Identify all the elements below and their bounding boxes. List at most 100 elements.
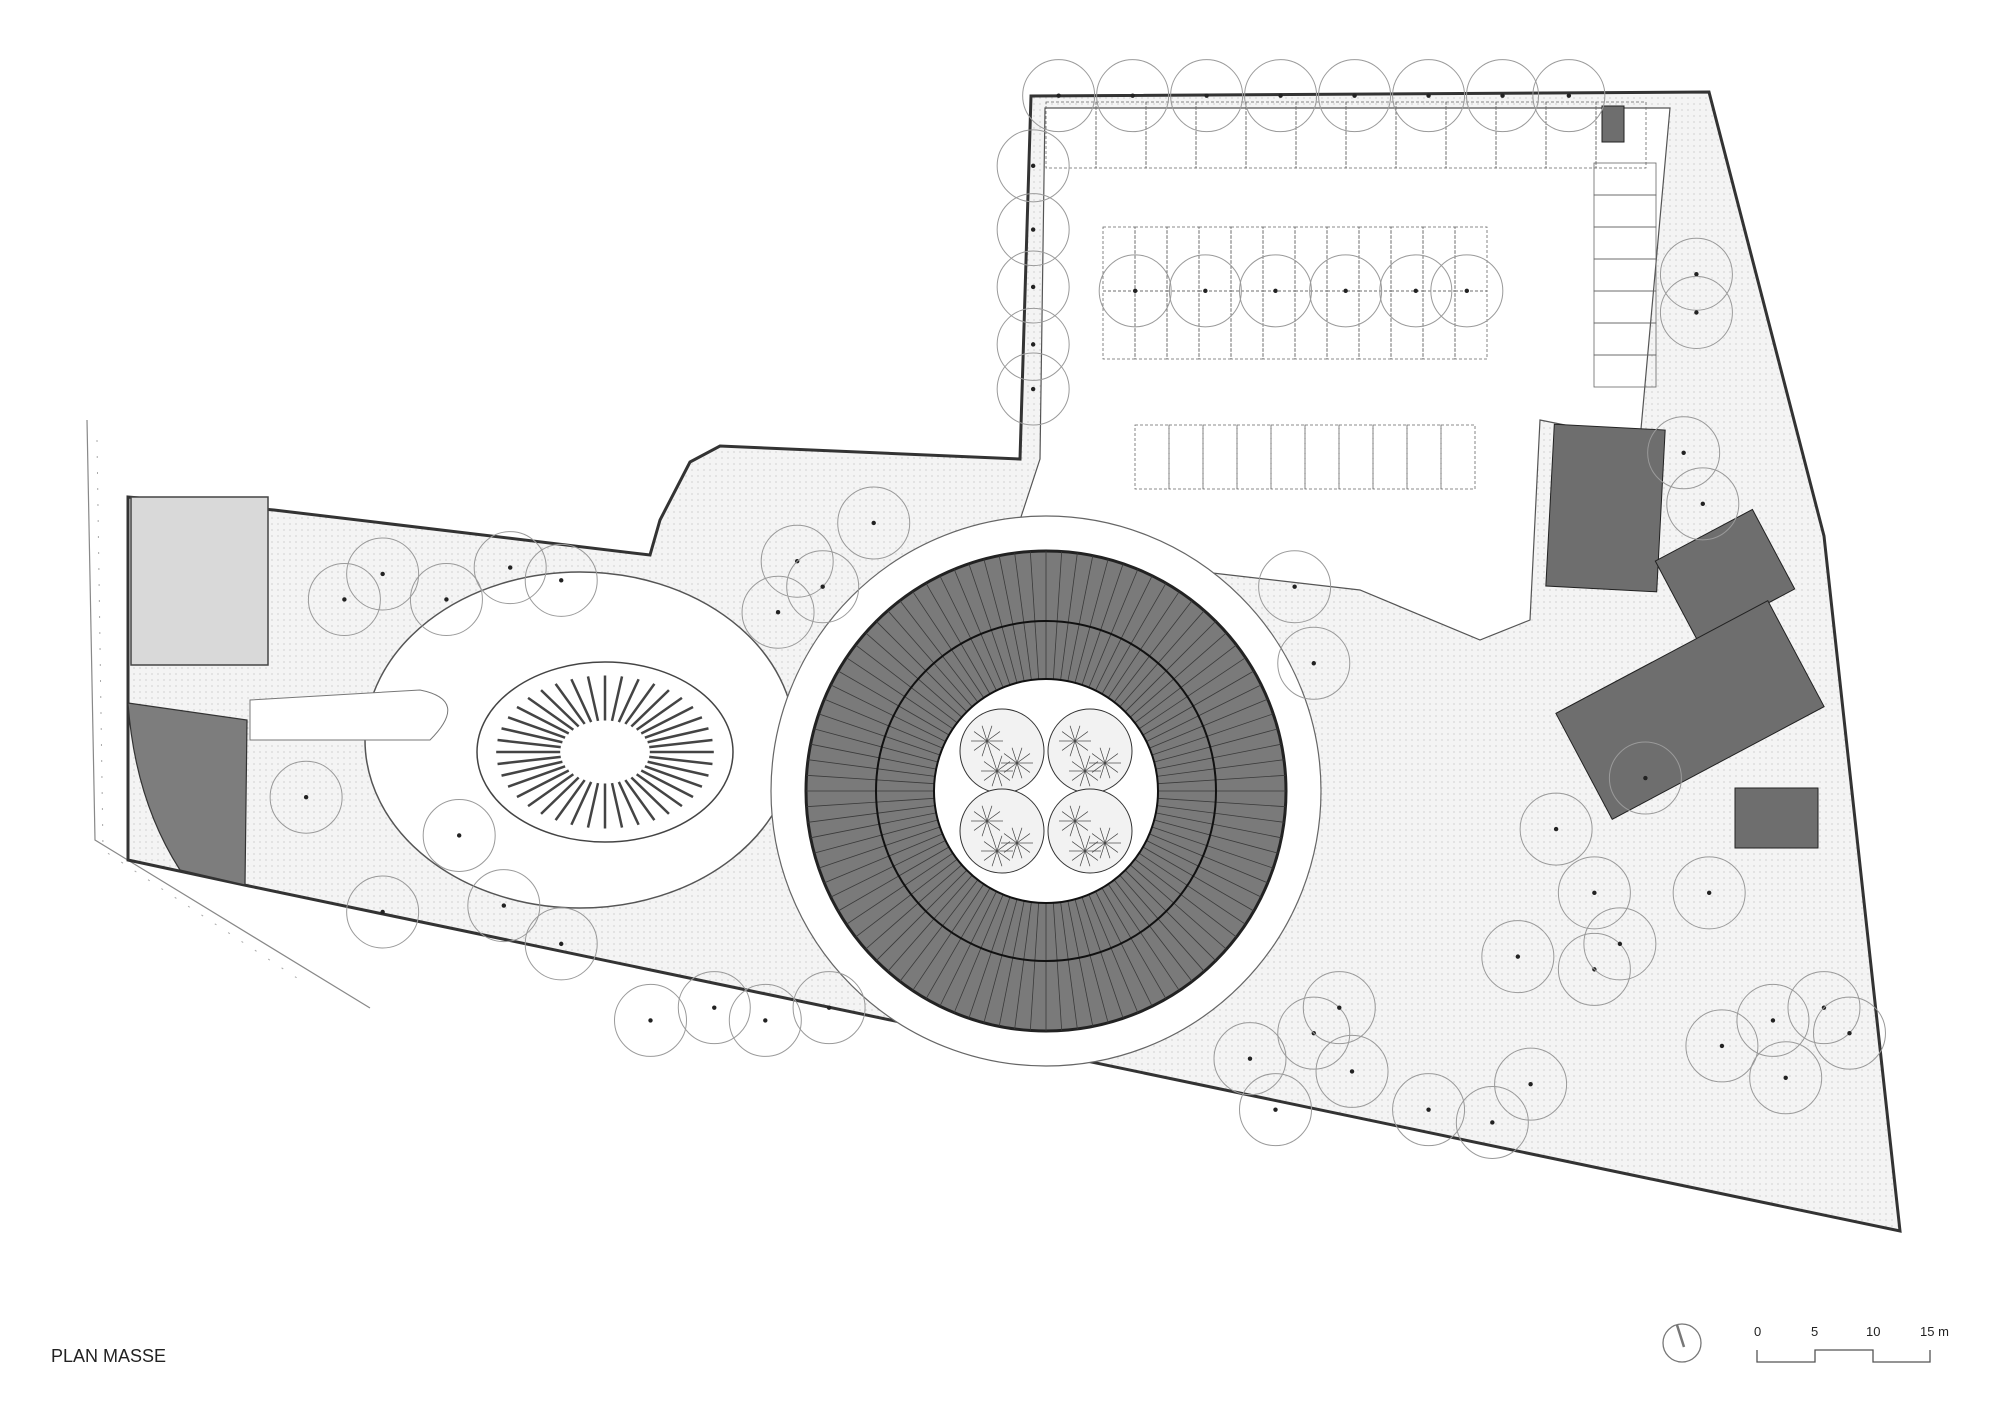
palm-frond xyxy=(1074,805,1081,822)
palm-frond xyxy=(1104,842,1111,859)
parking-stall xyxy=(1304,424,1340,490)
tree-trunk xyxy=(380,909,385,915)
roof-rafter-line xyxy=(808,759,936,777)
tree-canopy xyxy=(1557,856,1631,930)
parking-stall xyxy=(1045,101,1097,169)
palm-frond xyxy=(1104,827,1111,844)
palm-frond xyxy=(1099,827,1106,844)
entrance-building xyxy=(130,496,269,666)
tree-trunk xyxy=(559,578,564,583)
tree-canopy xyxy=(473,531,547,605)
fountain-slot xyxy=(649,755,713,766)
roof-rafter-line xyxy=(1124,869,1216,961)
tree-trunk xyxy=(1719,1043,1725,1049)
tree-canopy xyxy=(1532,59,1606,133)
roof-rafter-line xyxy=(1107,591,1180,699)
tree-trunk xyxy=(775,610,781,615)
palm-frond xyxy=(1099,842,1106,859)
tree-trunk xyxy=(1030,284,1036,290)
roof-rafter-line xyxy=(1151,826,1274,869)
roof-rafter-line xyxy=(1154,819,1278,854)
palm-frond xyxy=(1069,740,1076,757)
parking-stall xyxy=(1595,101,1647,169)
tree-trunk xyxy=(1132,288,1138,294)
roof-rafter-line xyxy=(968,896,1011,1019)
tree-trunk xyxy=(1500,93,1505,98)
fountain-slot xyxy=(497,755,561,766)
palm-frond xyxy=(1084,850,1099,861)
tree-canopy xyxy=(1258,550,1332,624)
palm-frond xyxy=(1061,731,1076,742)
tree-canopy xyxy=(1749,1041,1823,1115)
tree-canopy xyxy=(1430,254,1504,328)
roof-rafter-line xyxy=(939,891,997,1007)
roof-rafter-line xyxy=(855,644,958,724)
roof-rafter-line xyxy=(1146,684,1262,742)
roof-rafter-line xyxy=(912,883,985,991)
palm-frond xyxy=(1011,827,1018,844)
palm-frond xyxy=(973,811,988,822)
trees xyxy=(269,59,1886,1159)
palm-frond xyxy=(1104,762,1119,773)
roof-rafter-line xyxy=(1149,698,1268,749)
tree-trunk xyxy=(1515,954,1521,959)
roof-rafter-line xyxy=(876,869,968,961)
roof-rafter-line xyxy=(953,894,1004,1013)
roof-rafters xyxy=(806,551,1286,1031)
parking-stall xyxy=(1440,424,1476,490)
tree-canopy xyxy=(1302,971,1376,1045)
tree-trunk xyxy=(1694,272,1699,277)
tree-trunk xyxy=(559,941,564,947)
tree-canopy xyxy=(1168,254,1242,328)
roof-rafter-line xyxy=(983,559,1018,683)
tree-canopy xyxy=(1466,59,1540,133)
parking-stall xyxy=(1195,101,1247,169)
roof-rafter-line xyxy=(1029,902,1040,1031)
palm-frond xyxy=(991,835,998,852)
roof-rafter-line xyxy=(810,812,937,839)
tree-trunk xyxy=(1204,93,1209,98)
palm-frond xyxy=(1084,770,1099,781)
tree-trunk xyxy=(712,1005,717,1010)
tree-trunk xyxy=(1528,1081,1533,1087)
tree-trunk xyxy=(1490,1120,1495,1125)
palm-frond xyxy=(986,820,1001,831)
driveway-exit xyxy=(249,689,449,741)
tree-canopy xyxy=(996,129,1070,203)
roof-rafter-line xyxy=(865,864,963,950)
roof-rafter-line xyxy=(968,563,1011,686)
palm-frond xyxy=(1079,835,1086,852)
roof-rafter-line xyxy=(1129,632,1227,718)
tree-trunk xyxy=(1553,826,1559,832)
tree-canopy xyxy=(1736,983,1810,1057)
fountain-slot xyxy=(586,676,600,722)
roof-rafter-line xyxy=(806,774,935,785)
roof-rafter-line xyxy=(837,670,950,736)
roof-rafter-line xyxy=(1142,670,1255,736)
fountain-slot xyxy=(507,716,566,739)
tree-canopy xyxy=(786,550,860,624)
palm-frond xyxy=(991,755,998,772)
roof-rafter-line xyxy=(1052,551,1063,680)
fountain-slot xyxy=(507,765,566,788)
utility-box xyxy=(1601,105,1625,143)
roof-rafter-line xyxy=(1157,797,1286,808)
tree-canopy xyxy=(614,983,688,1057)
parking-stall xyxy=(1372,424,1408,490)
tree-trunk xyxy=(1706,890,1712,896)
roof-rafter-line xyxy=(1074,899,1109,1023)
tree-trunk xyxy=(1278,93,1283,98)
right-building-1 xyxy=(1545,423,1666,593)
fountain-slot xyxy=(617,678,640,723)
palm-frond xyxy=(1069,725,1076,742)
palm-frond xyxy=(1074,731,1089,742)
roof-rafter-line xyxy=(1014,901,1032,1029)
central-courtyard xyxy=(933,678,1159,904)
roof-rafter-line xyxy=(824,833,943,884)
tree-canopy xyxy=(467,869,541,943)
fountain-slot xyxy=(516,705,570,735)
fountain-slot xyxy=(630,776,670,815)
courtyard-plantings xyxy=(959,708,1133,874)
roof-rafter-line xyxy=(1155,812,1282,839)
street-edge xyxy=(86,419,371,1009)
